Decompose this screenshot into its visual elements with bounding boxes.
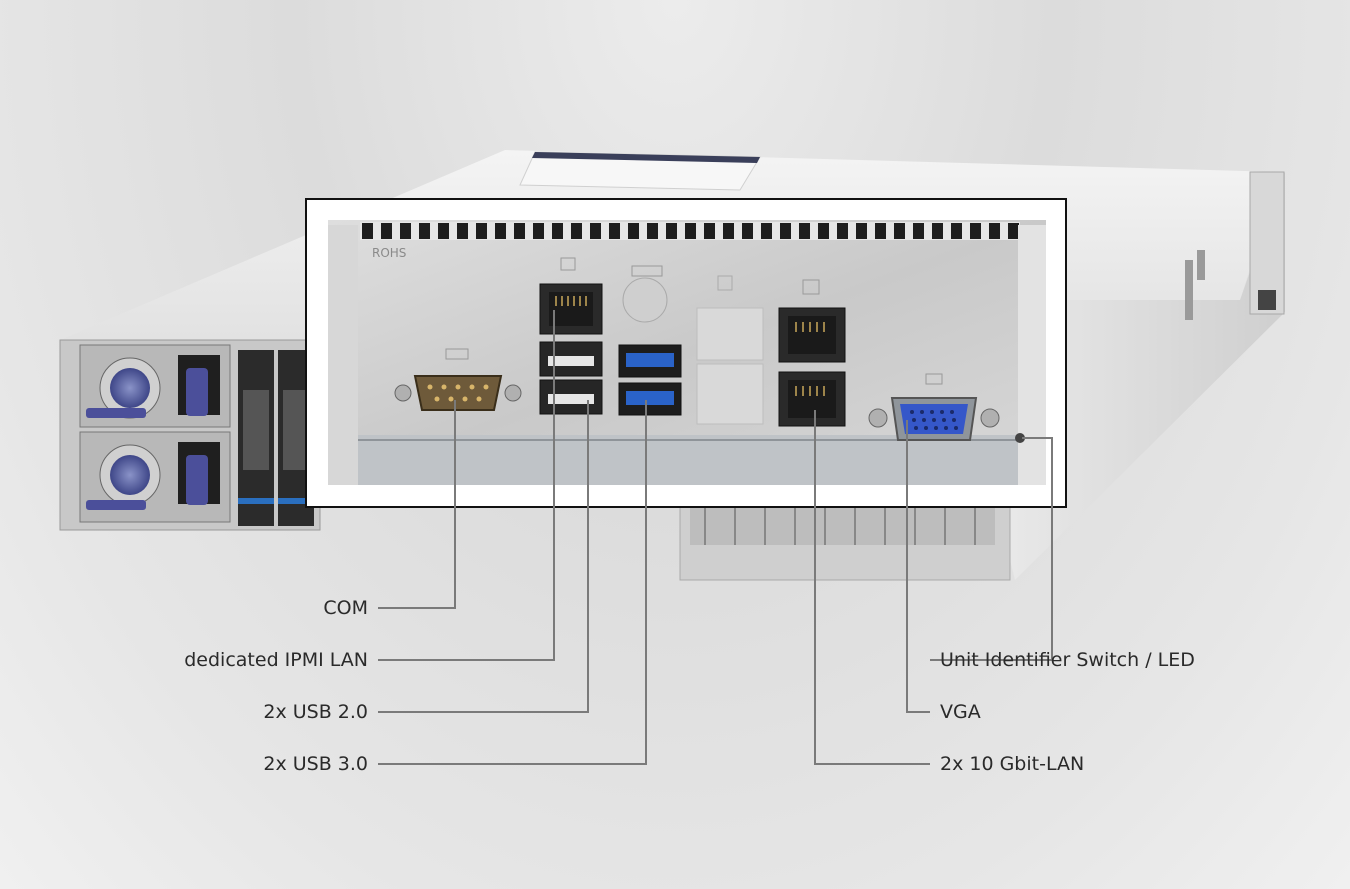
vent-slot xyxy=(742,223,753,239)
io-panel-inset: ROHS xyxy=(305,198,1067,508)
vent-slot xyxy=(647,223,658,239)
vent-slot xyxy=(780,223,791,239)
vent-slot xyxy=(970,223,981,239)
leader-uid xyxy=(930,437,1053,661)
ipmi-lan-port xyxy=(539,257,603,335)
vent-slot xyxy=(989,223,1000,239)
usb3-ports xyxy=(618,265,682,416)
usb2-ports xyxy=(539,341,603,415)
vent-slot xyxy=(533,223,544,239)
vent-slot xyxy=(951,223,962,239)
vent-slot xyxy=(609,223,620,239)
side-vents xyxy=(1185,250,1205,320)
vent-slot xyxy=(932,223,943,239)
vent-slot xyxy=(628,223,639,239)
vent-slot xyxy=(913,223,924,239)
vent-slots xyxy=(362,223,1019,239)
vent-slot xyxy=(514,223,525,239)
label-uid: Unit Identifier Switch / LED xyxy=(940,649,1195,671)
audio-knockout xyxy=(622,277,668,323)
vent-slot xyxy=(723,223,734,239)
rail-latch xyxy=(1258,290,1276,310)
vent-slot xyxy=(362,223,373,239)
com-port xyxy=(394,348,522,411)
vent-slot xyxy=(685,223,696,239)
chassis-side xyxy=(1010,172,1285,580)
network-icon xyxy=(560,257,576,271)
vent-slot xyxy=(818,223,829,239)
leader-com xyxy=(378,400,456,609)
monitor-icon xyxy=(925,373,943,385)
vent-slot xyxy=(761,223,772,239)
leader-lines xyxy=(378,310,1053,765)
pcie-slots xyxy=(690,505,995,545)
vga-port xyxy=(868,373,1000,441)
label-usb2: 2x USB 2.0 xyxy=(263,701,368,723)
vent-slot xyxy=(704,223,715,239)
label-lan10g: 2x 10 Gbit-LAN xyxy=(940,753,1085,775)
usb-icon xyxy=(631,265,663,277)
leader-vga xyxy=(906,420,930,713)
vent-slot xyxy=(837,223,848,239)
vent-slot xyxy=(571,223,582,239)
network-icon xyxy=(717,275,733,291)
shield-tray xyxy=(328,435,1046,485)
vent-slot xyxy=(1008,223,1019,239)
vent-slot xyxy=(894,223,905,239)
vent-slot xyxy=(856,223,867,239)
label-vga: VGA xyxy=(940,701,981,723)
vent-slot xyxy=(590,223,601,239)
top-sticker-stripe xyxy=(532,152,760,163)
vent-slot xyxy=(666,223,677,239)
leader-lan10g xyxy=(814,410,930,765)
leader-usb3 xyxy=(378,400,647,765)
fan-icon xyxy=(110,455,150,495)
fan-icon xyxy=(110,368,150,408)
psu-handle xyxy=(186,455,208,505)
vent-slot xyxy=(438,223,449,239)
vent-slot xyxy=(457,223,468,239)
rohs-mark: ROHS xyxy=(372,246,406,260)
leader-ipmi-lan xyxy=(378,310,555,661)
vent-slot xyxy=(476,223,487,239)
label-ipmi-lan: dedicated IPMI LAN xyxy=(184,649,368,671)
vent-slot xyxy=(495,223,506,239)
vent-slot xyxy=(875,223,886,239)
vent-slot xyxy=(799,223,810,239)
vent-slot xyxy=(381,223,392,239)
vent-slot xyxy=(400,223,411,239)
network-icon xyxy=(802,279,820,295)
label-com: COM xyxy=(323,597,368,619)
psu-handle xyxy=(186,368,208,416)
lan-10g-ports xyxy=(778,279,846,427)
label-usb3: 2x USB 3.0 xyxy=(263,753,368,775)
vent-slot xyxy=(419,223,430,239)
power-supply-2 xyxy=(79,431,231,523)
power-supply-1 xyxy=(79,344,231,428)
vent-slot xyxy=(552,223,563,239)
leader-usb2 xyxy=(378,400,589,713)
uid-led xyxy=(1015,433,1025,443)
